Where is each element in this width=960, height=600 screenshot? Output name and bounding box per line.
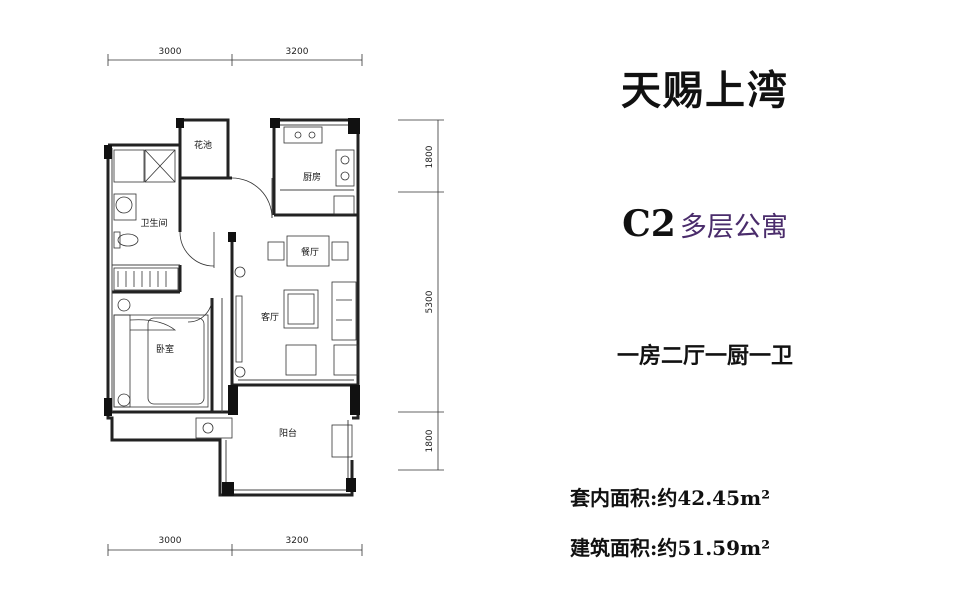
- bed: [113, 298, 209, 408]
- inner-area-unit: m²: [740, 486, 770, 510]
- right-dim-top: 1800: [425, 145, 435, 168]
- bottom-dim-left: 3000: [159, 536, 182, 546]
- wardrobe: [113, 267, 179, 291]
- kitchen-fixtures: [283, 126, 355, 215]
- walls: [106, 118, 360, 497]
- wall-columns: [104, 118, 360, 496]
- top-dimension: [107, 54, 363, 66]
- room-label-bedroom: 卧室: [156, 343, 174, 355]
- built-area-unit: m²: [740, 536, 770, 560]
- unit-type: 多层公寓: [679, 212, 788, 243]
- floor-plan: 3000 3200 3000 3200 1800 5300 1800: [104, 47, 444, 556]
- room-label-bathroom: 卫生间: [140, 217, 167, 229]
- balcony-fixtures: [195, 417, 353, 458]
- doors: [179, 177, 273, 323]
- inner-area-label: 套内面积:: [570, 486, 658, 510]
- right-dim-bottom: 1800: [425, 429, 435, 452]
- top-dim-left: 3000: [159, 47, 182, 57]
- inner-area-value: 约42.45: [657, 486, 741, 510]
- layout-type: 一房二厅一厨一卫: [616, 343, 793, 369]
- top-dim-right: 3200: [286, 47, 309, 57]
- room-label-kitchen: 厨房: [303, 171, 321, 183]
- living-furniture: [234, 266, 359, 378]
- unit-code: C2: [622, 203, 676, 245]
- built-area-label: 建筑面积:: [570, 536, 658, 560]
- inner-area: 套内面积:约42.45m²: [570, 482, 870, 511]
- dining-table: [267, 235, 349, 267]
- bathroom-fixtures: [113, 149, 176, 249]
- thin-walls: [111, 124, 354, 491]
- bottom-dim-right: 3200: [286, 536, 309, 546]
- built-area-value: 约51.59: [657, 536, 741, 560]
- built-area: 建筑面积:约51.59m²: [570, 532, 870, 561]
- bottom-dimension: [107, 544, 363, 556]
- room-label-planter: 花池: [194, 139, 212, 151]
- project-title: 天赐上湾: [621, 67, 789, 114]
- right-dim-middle: 5300: [425, 290, 435, 313]
- room-label-balcony: 阳台: [279, 427, 297, 439]
- right-dimension: [398, 119, 444, 471]
- room-label-dining: 餐厅: [301, 246, 319, 258]
- room-label-living: 客厅: [261, 311, 279, 323]
